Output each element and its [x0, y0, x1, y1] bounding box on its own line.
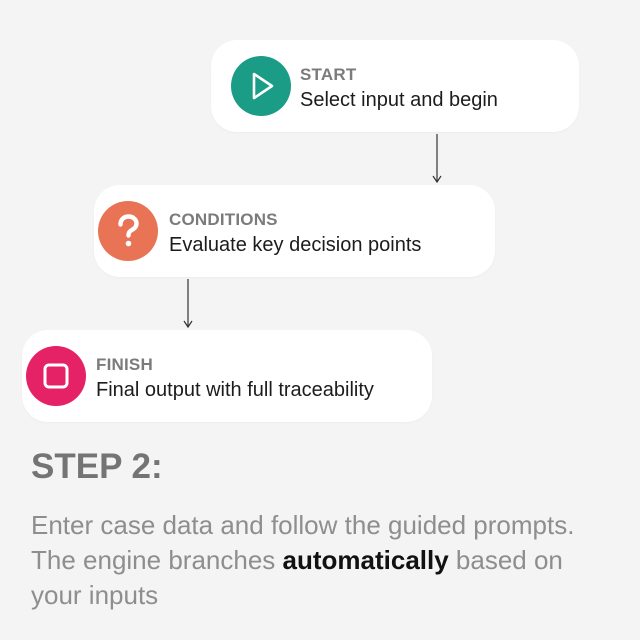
- conditions-node: CONDITIONS Evaluate key decision points: [94, 185, 495, 277]
- step-description: Enter case data and follow the guided pr…: [31, 508, 611, 613]
- step-description-emphasis: automatically: [282, 545, 449, 575]
- step-description-part1: Enter case data and follow the guided pr…: [31, 510, 575, 575]
- start-label: START: [300, 65, 357, 84]
- finish-label: FINISH: [96, 355, 153, 374]
- connector-arrow-conditions-to-finish: [183, 279, 193, 329]
- play-icon-circle: [231, 56, 291, 116]
- finish-node: FINISH Final output with full traceabili…: [22, 330, 432, 422]
- step-description-part2: based on your inputs: [31, 545, 563, 610]
- play-icon-triangle: [252, 72, 274, 100]
- question-icon-dot: [125, 240, 132, 247]
- stop-icon: [26, 346, 86, 406]
- play-icon: [231, 56, 291, 116]
- finish-description: Final output with full traceability: [96, 379, 374, 401]
- question-icon: [98, 201, 158, 261]
- start-node: START Select input and begin: [211, 40, 579, 132]
- stop-icon-circle: [26, 346, 86, 406]
- question-icon-mark: [118, 214, 139, 238]
- start-description: Select input and begin: [300, 89, 498, 111]
- connector-arrow-start-to-conditions: [432, 134, 442, 184]
- stop-icon-square: [43, 363, 69, 389]
- conditions-description: Evaluate key decision points: [169, 234, 422, 256]
- conditions-label: CONDITIONS: [169, 210, 278, 229]
- step-title: STEP 2:: [31, 447, 163, 486]
